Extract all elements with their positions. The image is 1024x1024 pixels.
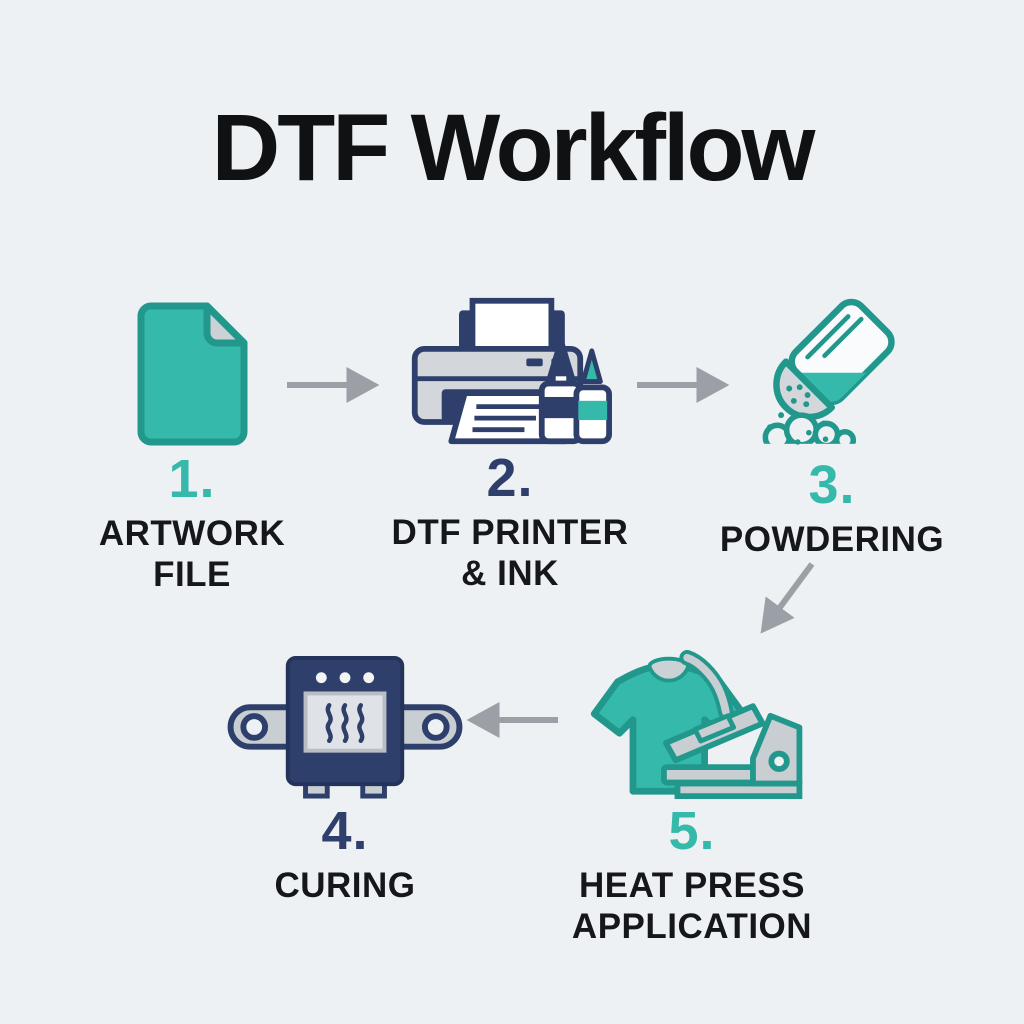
step-label: ARTWORK FILE <box>98 514 286 594</box>
document-icon <box>137 302 247 446</box>
workflow-step-artwork-file: 1. ARTWORK FILE <box>22 300 362 596</box>
workflow-step-dtf-printer-ink: 2. DTF PRINTER & INK <box>340 295 680 595</box>
arrow-step3-step5 <box>760 562 815 634</box>
page-title: DTF Workflow <box>211 95 816 201</box>
step-number: 3. <box>808 455 856 515</box>
step-label: POWDERING <box>719 520 945 559</box>
curing-oven-icon <box>227 655 463 799</box>
powder-cloud <box>755 412 859 454</box>
step-label: CURING <box>274 866 416 905</box>
step-number: 1. <box>168 449 216 509</box>
heat-press-icon <box>590 650 803 800</box>
printer-icon <box>411 297 612 445</box>
workflow-step-powdering: 3. POWDERING <box>662 292 1002 561</box>
powder-shaker-icon <box>755 298 895 454</box>
workflow-step-curing: 4. CURING <box>175 652 515 907</box>
step-number: 2. <box>486 448 534 508</box>
step-label: DTF PRINTER & INK <box>391 513 629 593</box>
step-label: HEAT PRESS APPLICATION <box>571 866 813 946</box>
step-number: 4. <box>321 801 369 861</box>
workflow-step-heat-press-application: 5. HEAT PRESS APPLICATION <box>522 650 862 948</box>
step-number: 5. <box>668 801 716 861</box>
